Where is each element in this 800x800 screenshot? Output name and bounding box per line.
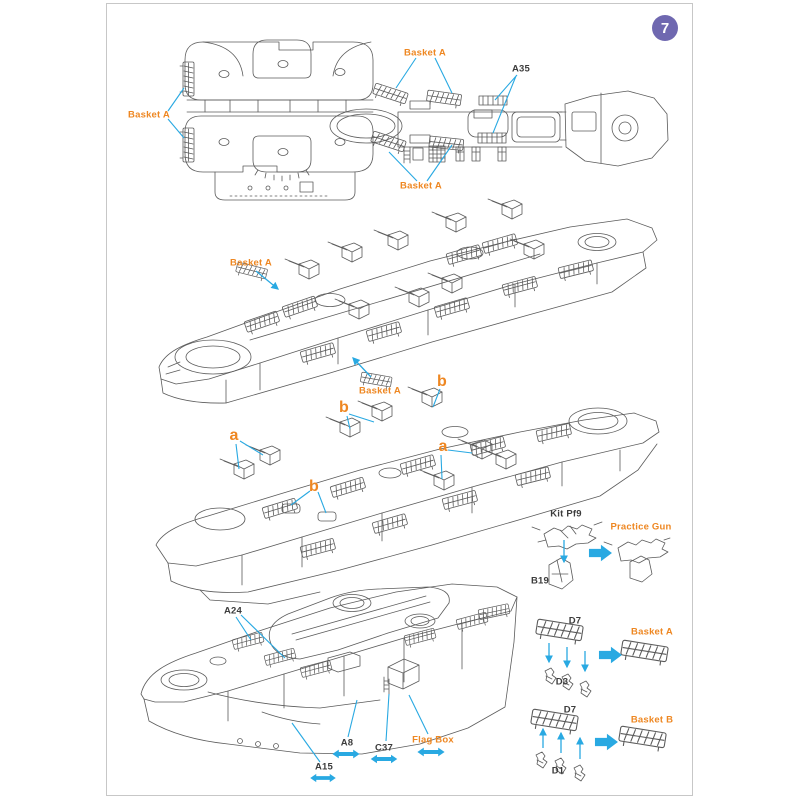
label-basket-b-result: Basket B xyxy=(630,714,674,726)
label-a24: A24 xyxy=(223,605,243,617)
label-d1: D1 xyxy=(551,765,565,777)
block-arrow-right-icon xyxy=(594,733,618,751)
double-headed-arrow-icon xyxy=(417,747,445,757)
label-kit-pf9: Kit Pf9 xyxy=(550,508,582,520)
thin-arrow-icon xyxy=(352,357,372,378)
label-basket-a-left: Basket A xyxy=(128,109,170,121)
double-headed-arrow-icon xyxy=(310,773,336,783)
placement-arrows xyxy=(255,270,589,759)
label-b-mid-top: b xyxy=(339,399,349,416)
label-d7-basket-a: D7 xyxy=(568,615,582,627)
bow-assembly-diagram xyxy=(140,583,518,755)
label-a-left: a xyxy=(229,427,239,444)
iso-view-upper-diagram xyxy=(158,198,658,404)
label-practice-gun: Practice Gun xyxy=(610,521,672,533)
label-a15: A15 xyxy=(314,761,334,773)
double-headed-arrow-icon xyxy=(332,749,360,759)
step-number-badge: 7 xyxy=(652,15,678,41)
leader-lines xyxy=(167,57,518,763)
label-a-right: a xyxy=(438,438,448,455)
page-border xyxy=(106,3,693,796)
step-number: 7 xyxy=(660,19,670,37)
label-basket-a-result: Basket A xyxy=(631,626,673,638)
label-basket-a-top: Basket A xyxy=(404,47,446,59)
label-d7-basket-b: D7 xyxy=(563,704,577,716)
label-b-right: b xyxy=(437,373,447,390)
double-headed-arrow-icon xyxy=(370,754,398,764)
top-view-diagram xyxy=(179,39,669,201)
label-a35: A35 xyxy=(511,63,531,75)
label-a8: A8 xyxy=(340,737,354,749)
label-basket-a-iso1-lower: Basket A xyxy=(359,385,401,397)
label-basket-a-iso1-upper: Basket A xyxy=(230,257,272,269)
label-d3: D3 xyxy=(555,676,569,688)
assembly-arrows xyxy=(310,544,622,783)
label-flag-box: Flag Box xyxy=(412,734,454,746)
label-c37: C37 xyxy=(374,742,394,754)
label-b-mid: b xyxy=(309,478,319,495)
iso-view-lower-diagram xyxy=(155,386,660,605)
label-basket-a-bottom: Basket A xyxy=(400,180,442,192)
block-arrow-right-icon xyxy=(598,646,622,664)
label-b19: B19 xyxy=(530,575,550,587)
thin-arrow-icon xyxy=(255,270,280,290)
block-arrow-right-icon xyxy=(588,544,612,562)
